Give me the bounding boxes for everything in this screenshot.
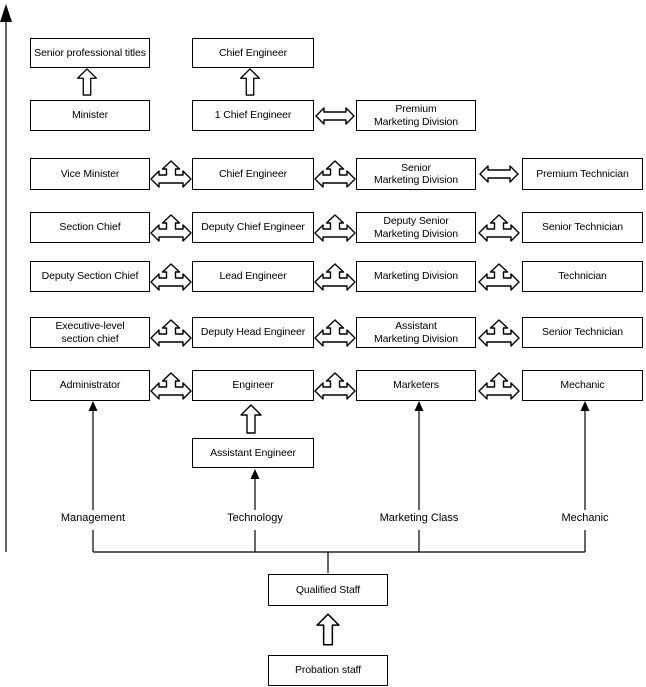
two-way-arrow-icon (479, 165, 519, 183)
box-premium-marketing-division: Premium Marketing Division (356, 100, 476, 131)
three-way-arrow-icon (314, 371, 356, 400)
three-way-arrow-icon (314, 160, 356, 188)
box-probation-staff: Probation staff (268, 655, 388, 686)
track-label-technology: Technology (227, 512, 283, 524)
box-senior-marketing-division: Senior Marketing Division (356, 158, 476, 190)
three-way-arrow-icon (478, 371, 520, 400)
box-1-chief-engineer: 1 Chief Engineer (192, 100, 314, 131)
box-mechanic: Mechanic (522, 370, 643, 401)
axis-up-arrow-icon (0, 4, 12, 22)
box-marketers: Marketers (356, 370, 476, 401)
box-technician: Technician (522, 261, 643, 292)
three-way-arrow-icon (314, 262, 356, 291)
box-chief-engineer: Chief Engineer (192, 38, 314, 68)
three-way-arrow-icon (150, 213, 192, 242)
three-way-arrow-icon (150, 262, 192, 291)
three-way-arrow-icon (478, 318, 520, 347)
three-way-arrow-icon (478, 262, 520, 291)
box-assistant-engineer: Assistant Engineer (192, 438, 314, 468)
box-lead-engineer: Lead Engineer (192, 261, 314, 292)
up-arrow-icon (240, 404, 262, 434)
box-assistant-marketing-division: Assistant Marketing Division (356, 317, 476, 348)
box-chief-engineer: Chief Engineer (192, 158, 314, 190)
box-senior-technician: Senior Technician (522, 317, 643, 348)
up-arrow-icon (316, 613, 340, 646)
box-deputy-senior-marketing-division: Deputy Senior Marketing Division (356, 212, 476, 243)
box-deputy-chief-engineer: Deputy Chief Engineer (192, 212, 314, 243)
two-way-arrow-icon (315, 106, 355, 125)
up-arrow-icon (240, 68, 260, 96)
arrowhead-mechanic (580, 401, 590, 411)
track-label-marketing-class: Marketing Class (379, 512, 459, 524)
box-senior-professional-titles: Senior professional titles (30, 38, 150, 68)
box-premium-technician: Premium Technician (522, 158, 643, 190)
box-minister: Minister (30, 100, 150, 131)
three-way-arrow-icon (150, 160, 192, 188)
box-administrator: Administrator (30, 370, 150, 401)
arrowhead-technology (250, 469, 260, 479)
box-deputy-head-engineer: Deputy Head Engineer (192, 317, 314, 348)
track-label-mechanic: Mechanic (561, 512, 609, 524)
three-way-arrow-icon (314, 213, 356, 242)
arrowhead-management (88, 401, 98, 411)
box-engineer: Engineer (192, 370, 314, 401)
box-section-chief: Section Chief (30, 212, 150, 243)
box-qualified-staff: Qualified Staff (268, 574, 388, 606)
box-vice-minister: Vice Minister (30, 158, 150, 190)
box-executive-level-section-chief: Executive-level section chief (30, 317, 150, 348)
up-arrow-icon (77, 68, 97, 96)
track-label-management: Management (60, 512, 126, 524)
three-way-arrow-icon (478, 213, 520, 242)
three-way-arrow-icon (150, 318, 192, 347)
box-deputy-section-chief: Deputy Section Chief (30, 261, 150, 292)
box-marketing-division: Marketing Division (356, 261, 476, 292)
arrowhead-marketing-class (414, 401, 424, 411)
three-way-arrow-icon (150, 371, 192, 400)
box-senior-technician: Senior Technician (522, 212, 643, 243)
three-way-arrow-icon (314, 318, 356, 347)
